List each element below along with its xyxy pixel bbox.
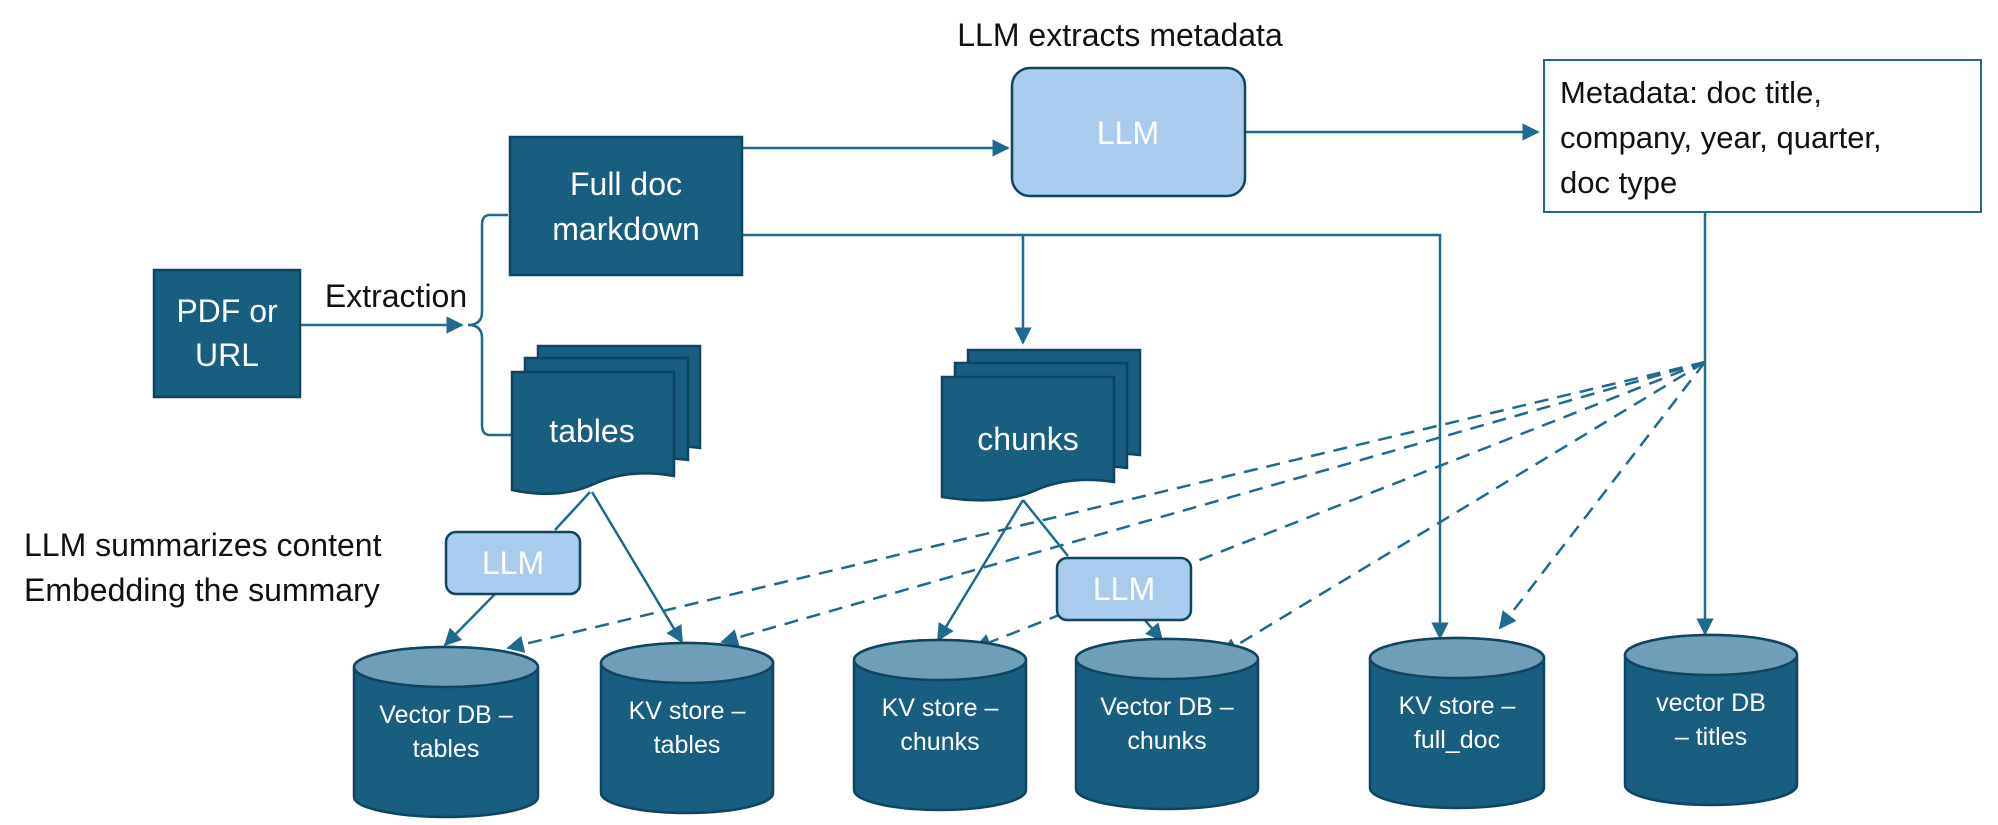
svg-text:LLM: LLM (1093, 571, 1155, 607)
database-vectordb-titles: vector DB – titles (1623, 633, 1799, 807)
llm-tables-box: LLM (444, 530, 582, 596)
svg-text:markdown: markdown (552, 211, 700, 247)
arrow-llm-to-vectordb-tables (443, 591, 498, 647)
svg-text:doc type: doc type (1560, 165, 1677, 200)
dashed-to-vectordb-tables (506, 360, 1706, 653)
connectors (300, 123, 1714, 647)
tables-document-stack: tables (510, 344, 702, 496)
line-chunks-to-llm (1022, 499, 1069, 557)
chunks-label: chunks (977, 421, 1078, 457)
extraction-brace (467, 213, 512, 437)
pdf-or-url-box: PDF or URL (152, 268, 302, 399)
database-label-line1: Vector DB – (379, 701, 512, 729)
extraction-label: Extraction (325, 278, 467, 314)
database-label-line2: chunks (900, 728, 979, 756)
database-kv-store-tables: KV store – tables (599, 641, 775, 815)
llm-metadata-box: LLM (1010, 66, 1247, 198)
llm-chunks-box: LLM (1055, 556, 1193, 622)
dashed-to-kv-fulldoc (1498, 361, 1706, 630)
database-label-line1: vector DB (1656, 689, 1766, 717)
svg-text:URL: URL (195, 337, 259, 373)
database-label-line2: tables (654, 731, 721, 759)
database-vectordb-tables: Vector DB – tables (352, 645, 540, 819)
database-kv-store-chunks: KV store – chunks (852, 638, 1028, 812)
arrow-chunks-to-kv-chunks (936, 499, 1025, 642)
full-doc-markdown-box: Full doc markdown (508, 135, 744, 277)
arrow-llm-to-vectordb-chunks (1142, 617, 1164, 642)
chunks-document-stack: chunks (940, 348, 1142, 502)
tables-label: tables (549, 413, 634, 449)
svg-text:Full doc: Full doc (570, 166, 682, 202)
svg-text:Metadata: doc title,: Metadata: doc title, (1560, 75, 1822, 110)
svg-text:LLM: LLM (1097, 115, 1159, 151)
svg-text:LLM: LLM (482, 545, 544, 581)
arrow-fulldoc-to-kv-fulldoc (740, 233, 1449, 640)
database-label-line1: Vector DB – (1100, 693, 1233, 721)
database-label-line1: KV store – (882, 694, 999, 722)
database-kv-store-fulldoc: KV store – full_doc (1368, 636, 1546, 810)
database-label-line1: KV store – (1399, 692, 1516, 720)
metadata-box: Metadata: doc title, company, year, quar… (1543, 59, 1982, 213)
database-label-line2: tables (413, 735, 480, 763)
svg-text:PDF or: PDF or (176, 293, 278, 329)
database-label-line2: – titles (1675, 723, 1747, 751)
summarize-label: LLM summarizes content (24, 527, 382, 563)
llm-extracts-label: LLM extracts metadata (957, 17, 1283, 53)
line-tables-to-llm (554, 491, 591, 531)
database-label-line2: chunks (1127, 727, 1206, 755)
database-label-line2: full_doc (1414, 726, 1500, 754)
embedding-label: Embedding the summary (24, 572, 380, 608)
dashed-to-vectordb-chunks (1220, 360, 1706, 656)
arrow-tables-to-kv-tables (590, 491, 684, 644)
database-label-line1: KV store – (629, 697, 746, 725)
svg-text:company, year, quarter,: company, year, quarter, (1560, 120, 1882, 155)
database-vectordb-chunks: Vector DB – chunks (1074, 637, 1260, 811)
dashed-to-kv-tables (720, 360, 1706, 647)
